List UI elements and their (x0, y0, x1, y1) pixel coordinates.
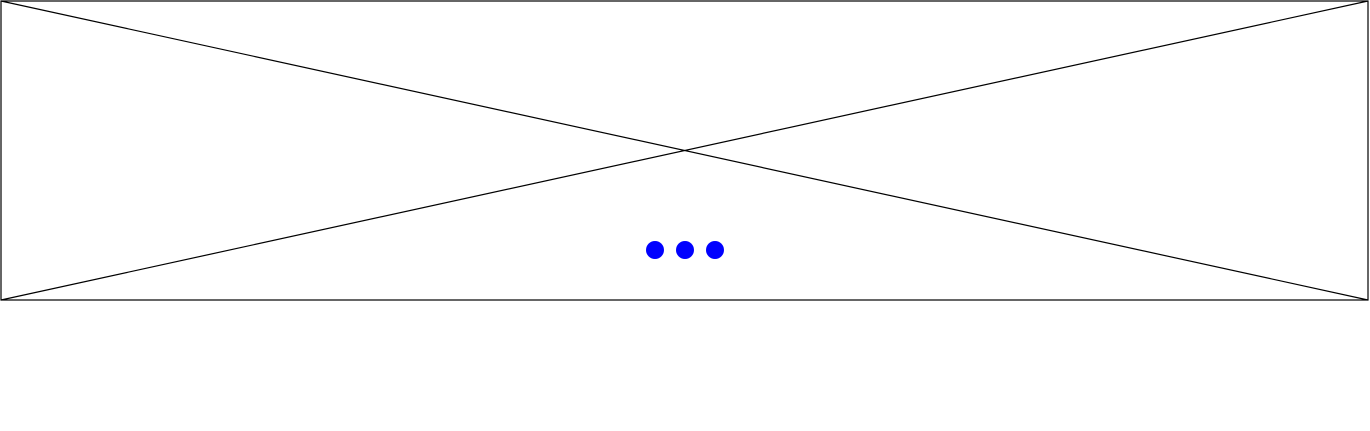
carousel-dot-2[interactable] (676, 241, 694, 259)
image-placeholder-frame (0, 0, 1369, 301)
carousel-pagination (0, 241, 1370, 261)
image-placeholder-diagonal (0, 0, 1369, 301)
image-carousel (0, 0, 1370, 301)
carousel-dot-3[interactable] (706, 241, 724, 259)
image-placeholder-icon (0, 0, 1369, 301)
carousel-dot-1[interactable] (646, 241, 664, 259)
